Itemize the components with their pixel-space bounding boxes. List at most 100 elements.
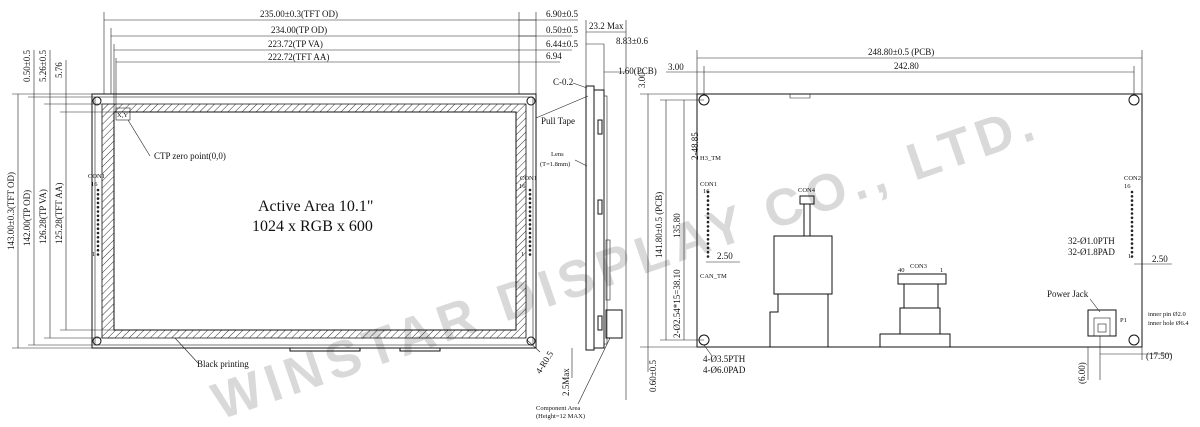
pin [96,240,100,243]
label-pad: 32-Ø1.8PAD [1068,247,1115,257]
pin [1130,242,1134,245]
pin [706,225,710,228]
corner-radius-dim: 4-R0.5 [534,349,556,376]
corner-hole [92,96,102,106]
corner-hole [526,336,536,346]
dim-offset-3: 6.44±0.5 [546,39,578,49]
corner-hole [526,96,536,106]
svg-text:1: 1 [92,251,95,258]
dim-side-thickness: 23.2 Max [589,21,624,31]
svg-text:16: 16 [1124,183,1131,190]
front-pin-header-left: CON1 16 1 [88,173,105,258]
mount-hole [1128,334,1140,346]
pin [1130,195,1134,198]
dim-edge-vertical: 3.00 [637,72,647,88]
pin [1130,225,1134,228]
label-holes-pth: 4-Ø3.5PTH [703,354,746,364]
pin [1130,216,1134,220]
ctp-zero-marker [115,107,131,121]
side-view: 23.2 Max 8.83±0.6 1.60(PCB) C-0.2 Pull T… [535,20,657,420]
dim-250-left: 2.50 [717,251,733,261]
active-area-resolution: 1024 x RGB x 600 [252,218,373,235]
pin [706,250,710,254]
front-pin-header-right: CON1 16 1 [519,175,537,258]
front-view: X,Y CTP zero point(0,0) CON1 16 1 CON1 1… [6,9,578,375]
dim-48-85: 2-48.85 [690,132,700,160]
pin [1130,250,1134,254]
pin [96,210,100,213]
pin [706,229,710,232]
svg-text:16: 16 [519,183,526,190]
dim-offset-1: 6.90±0.5 [546,9,578,19]
dim-tft-aa-height: 125.28(TFT AA) [54,183,64,244]
pin [706,220,710,224]
dim-135-80: 135.80 [672,213,682,238]
pin [1130,255,1134,258]
pin [1130,229,1134,232]
pin [1130,238,1134,241]
pin [528,253,532,256]
pin [96,223,100,226]
pin [528,201,532,205]
connector-con3 [899,307,941,335]
dim-tp-od-width: 234.00(TP OD) [271,25,327,35]
label-can-tm: CAN_TM [700,273,727,280]
dim-tp-va-height: 126.28(TP VA) [38,189,48,244]
dim-060: 0.60±0.5 [648,360,658,392]
side-glass [585,85,595,351]
label-pull-tape: Pull Tape [541,116,575,126]
svg-text:X,Y: X,Y [117,112,128,119]
pin [706,203,710,207]
pin [706,212,710,215]
svg-text:1: 1 [521,251,524,258]
label-inner-hole: inner hole Ø6.4 [1148,320,1189,327]
dim-side-max: 2.5Max [561,368,571,396]
svg-text:CON1: CON1 [88,173,105,180]
label-con3: CON3 [910,263,927,270]
pin [1130,246,1134,250]
label-con2: CON2 [1124,175,1141,182]
pin [96,244,100,248]
pin [528,240,532,243]
pin [528,227,532,230]
pin [706,207,710,211]
pin [1130,233,1134,237]
pin [96,236,100,239]
label-power-jack: Power Jack [1047,289,1089,299]
svg-text:40: 40 [898,267,905,274]
dim-left-small-2: 5.26±0.5 [38,50,48,82]
svg-text:CON1: CON1 [520,175,537,182]
dim-offset-2: 0.50±0.5 [546,25,578,35]
pin [528,214,532,218]
pin [706,190,710,194]
label-component-area: Component Area [536,405,580,412]
label-con1-back: CON1 [700,181,717,188]
pin [96,214,100,218]
dim-hole-span: 242.80 [894,61,919,71]
dim-tft-od-height: 143.00±0.3(TFT OD) [6,172,16,250]
pin [706,195,710,198]
svg-text:16: 16 [703,188,710,195]
dim-tft-aa-width: 222.72(TFT AA) [268,52,329,62]
pin [1130,220,1134,224]
pin [96,227,100,230]
pin [528,218,532,222]
label-lens-thickness: (T=1.8mm) [540,161,570,168]
pin [1130,207,1134,211]
pin [1130,212,1134,215]
svg-text:1: 1 [1128,253,1131,260]
back-view: CON4 CON3 40 1 Power Jack P1 inner pin Ø… [637,47,1189,392]
pin [528,231,532,235]
label-lens: Lens [551,151,564,158]
dim-left-small-1: 0.50±0.5 [22,50,32,82]
pin [528,188,532,192]
label-pth: 32-Ø1.0PTH [1068,236,1115,246]
label-holes-pad: 4-Ø6.0PAD [703,365,746,375]
pin [96,193,100,196]
active-area [113,111,517,331]
pin [96,218,100,222]
side-component [605,309,623,339]
pin [528,244,532,248]
pin [528,210,532,213]
